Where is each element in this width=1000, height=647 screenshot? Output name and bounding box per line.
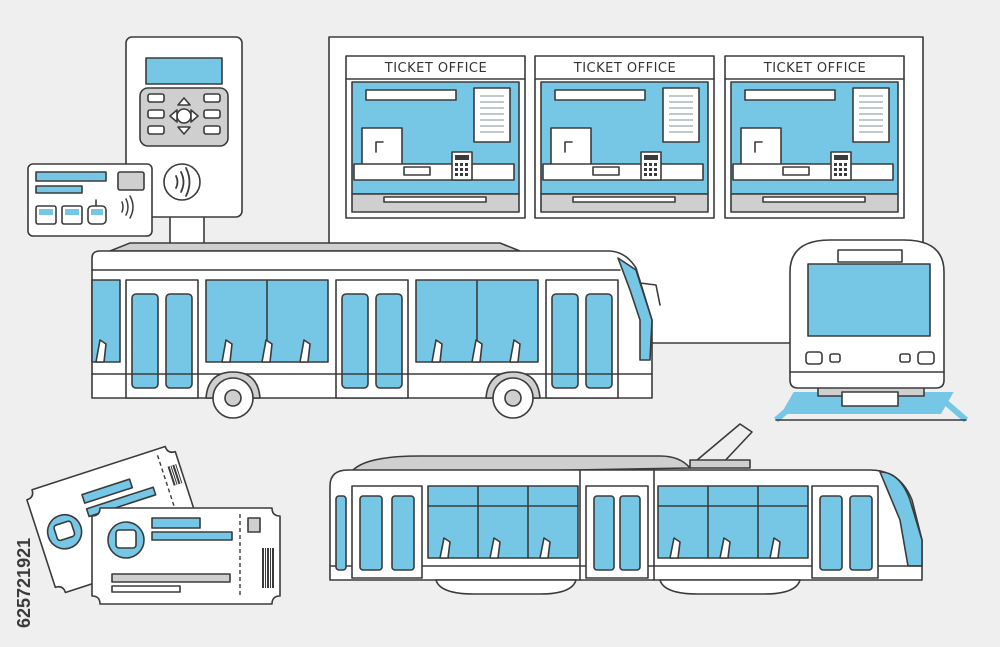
ticket-office-building: TICKET OFFICE [328, 36, 924, 344]
ticket-office-sign: TICKET OFFICE [384, 61, 487, 76]
bus-icon [35, 205, 57, 225]
ticket-office-sign: TICKET OFFICE [763, 61, 866, 76]
ticket-office-window: TICKET OFFICE [724, 55, 905, 219]
paper-ticket-icon [91, 507, 281, 605]
tram-icon [329, 423, 923, 595]
ticket-office-window: TICKET OFFICE [345, 55, 526, 219]
contactless-icon [175, 167, 191, 197]
metro-train-icon [87, 199, 107, 225]
ticket-office-window: TICKET OFFICE [534, 55, 715, 219]
tram-icon [61, 205, 83, 225]
bus-icon [91, 242, 661, 419]
metro-train-icon [774, 239, 968, 423]
ticket-validator-icon [125, 36, 243, 249]
stock-id-label: 625721921 [14, 538, 34, 628]
ticket-office-sign: TICKET OFFICE [573, 61, 676, 76]
transport-card-icon [27, 163, 153, 237]
